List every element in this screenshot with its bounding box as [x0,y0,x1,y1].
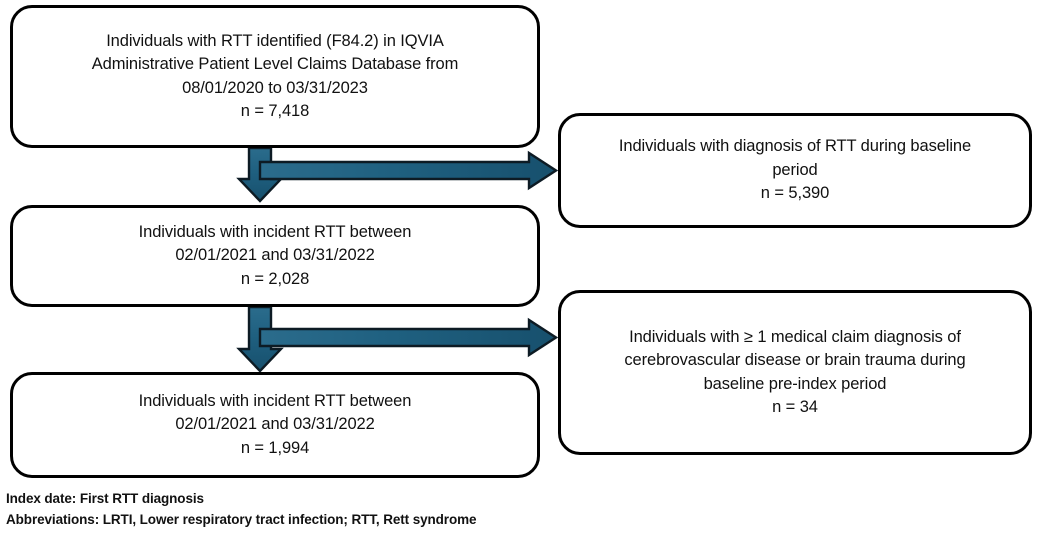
down-arrow-2 [236,305,284,373]
footnote-index-date: Index date: First RTT diagnosis [6,491,204,506]
right-arrow-2 [258,317,559,358]
node-identified-text: Individuals with RTT identified (F84.2) … [91,31,459,120]
node-incident-rtt-cohort: Individuals with incident RTT between 02… [10,205,540,307]
node-exclusion-cvd-text: Individuals with ≥ 1 medical claim diagn… [624,327,966,416]
node-incident-1-text: Individuals with incident RTT between 02… [138,222,412,288]
node-individuals-identified: Individuals with RTT identified (F84.2) … [10,5,540,148]
node-final-analytic-cohort: Individuals with incident RTT between 02… [10,372,540,478]
node-incident-2-text: Individuals with incident RTT between 02… [138,391,412,457]
node-exclusion-baseline-diagnosis: Individuals with diagnosis of RTT during… [558,113,1032,228]
figure-footnotes: Index date: First RTT diagnosis Abbrevia… [6,489,706,531]
node-exclusion-cerebrovascular-trauma: Individuals with ≥ 1 medical claim diagn… [558,290,1032,455]
right-arrow-1 [258,150,559,191]
down-arrow-1 [236,146,284,203]
node-exclusion-baseline-text: Individuals with diagnosis of RTT during… [618,137,972,203]
footnote-abbreviations: Abbreviations: LRTI, Lower respiratory t… [6,511,477,527]
